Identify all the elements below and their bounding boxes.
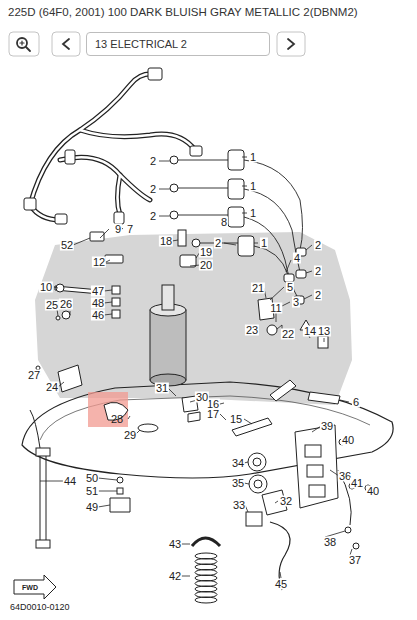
bracket-49 bbox=[110, 477, 130, 512]
callout-number: 40 bbox=[341, 435, 355, 446]
callout-number: 40 bbox=[366, 486, 380, 497]
fwd-arrow bbox=[14, 575, 56, 599]
callout-number: 6 bbox=[352, 397, 360, 408]
callout-number: 42 bbox=[168, 571, 182, 582]
callout-number: 34 bbox=[231, 458, 245, 469]
relay-34 bbox=[248, 453, 266, 471]
highlight-box bbox=[88, 392, 128, 427]
callout-number: 17 bbox=[206, 409, 220, 420]
callout-number: 32 bbox=[279, 496, 293, 507]
dropdown-text: 13 ELECTRICAL 2 bbox=[95, 38, 261, 50]
callout-number: 2 bbox=[149, 211, 157, 222]
callout-number: 9 bbox=[114, 224, 122, 235]
drawing-number: 64D0010-0120 bbox=[10, 602, 70, 612]
base-plate bbox=[22, 382, 393, 478]
callout-number: 48 bbox=[91, 298, 105, 309]
callout-number: 38 bbox=[323, 537, 337, 548]
callout-number: 1 bbox=[249, 152, 257, 163]
callout-number: 3 bbox=[292, 297, 300, 308]
callout-number: 33 bbox=[232, 500, 246, 511]
callout-number: 23 bbox=[245, 325, 259, 336]
next-button bbox=[277, 32, 305, 56]
callout-number: 2 bbox=[314, 290, 322, 301]
callout-number: 35 bbox=[231, 478, 245, 489]
callout-number: 14 bbox=[303, 326, 317, 337]
callout-number: 46 bbox=[91, 310, 105, 321]
sensor-6 bbox=[308, 392, 340, 404]
wiring-harness bbox=[30, 74, 195, 220]
clamp-43 bbox=[192, 538, 220, 546]
callout-number: 15 bbox=[229, 414, 243, 425]
page-title: 225D (64F0, 2001) 100 DARK BLUISH GRAY M… bbox=[8, 6, 358, 18]
callout-number: 52 bbox=[60, 240, 74, 251]
callout-number: 5 bbox=[286, 282, 294, 293]
leader-lines bbox=[38, 157, 371, 578]
cable-45 bbox=[270, 522, 290, 590]
chevron-right bbox=[288, 39, 294, 49]
toolbar bbox=[9, 32, 305, 56]
engine-block bbox=[35, 232, 352, 405]
callout-number: 51 bbox=[85, 486, 99, 497]
chevron-left bbox=[63, 39, 69, 49]
callout-number: 37 bbox=[348, 555, 362, 566]
starter-motor bbox=[150, 285, 186, 386]
callout-number: 4 bbox=[293, 253, 301, 264]
zoom-button bbox=[9, 32, 39, 56]
callout-number: 43 bbox=[168, 539, 182, 550]
clip-12 bbox=[105, 255, 123, 263]
callout-number: 19 bbox=[199, 247, 213, 258]
callout-number: 22 bbox=[281, 329, 295, 340]
part-23 bbox=[267, 325, 277, 335]
dropdown-box: 13 ELECTRICAL 2 bbox=[86, 32, 270, 56]
callout-number: 11 bbox=[269, 303, 282, 314]
callout-number: 29 bbox=[123, 430, 137, 441]
ignition-coils bbox=[170, 150, 254, 256]
callout-number: 27 bbox=[27, 370, 41, 381]
callout-number: 50 bbox=[85, 473, 99, 484]
callout-number: 24 bbox=[45, 382, 59, 393]
callout-number: 25 bbox=[45, 300, 59, 311]
spring-42 bbox=[195, 553, 217, 603]
callout-number: 2 bbox=[314, 240, 322, 251]
callout-number: 39 bbox=[320, 421, 334, 432]
callout-number: 1 bbox=[249, 208, 257, 219]
callout-number: 8 bbox=[220, 217, 228, 228]
callout-number: 20 bbox=[199, 260, 213, 271]
cable-44 bbox=[30, 410, 50, 548]
callout-number: 7 bbox=[126, 224, 134, 235]
callout-number: 21 bbox=[251, 283, 265, 294]
callout-number: 13 bbox=[317, 326, 331, 337]
callout-number: 18 bbox=[159, 236, 173, 247]
callout-number: 45 bbox=[274, 579, 288, 590]
relay-bracket-39 bbox=[295, 425, 338, 508]
callout-number: 28 bbox=[110, 414, 124, 425]
part-19 bbox=[180, 255, 196, 267]
callout-number: 44 bbox=[63, 476, 77, 487]
callout-number: 41 bbox=[350, 478, 364, 489]
callout-number: 2 bbox=[149, 156, 157, 167]
callout-number: 10 bbox=[39, 282, 53, 293]
direction-mark: FWD bbox=[21, 584, 39, 591]
washer-29 bbox=[138, 424, 158, 432]
callout-number: 47 bbox=[91, 286, 105, 297]
part-24 bbox=[58, 365, 82, 392]
callout-number: 1 bbox=[260, 238, 268, 249]
callout-number: 31 bbox=[155, 383, 169, 394]
callout-number: 26 bbox=[59, 299, 73, 310]
callout-number: 30 bbox=[195, 392, 209, 403]
callout-number: 2 bbox=[149, 184, 157, 195]
callout-number: 2 bbox=[314, 266, 322, 277]
callout-number: 49 bbox=[85, 502, 99, 513]
prev-button bbox=[52, 32, 80, 56]
callout-number: 1 bbox=[249, 181, 257, 192]
plug-leads bbox=[178, 160, 303, 298]
part-33 bbox=[246, 512, 262, 526]
relay-35 bbox=[249, 475, 267, 493]
callout-number: 2 bbox=[214, 238, 222, 249]
callout-number: 12 bbox=[92, 257, 106, 268]
